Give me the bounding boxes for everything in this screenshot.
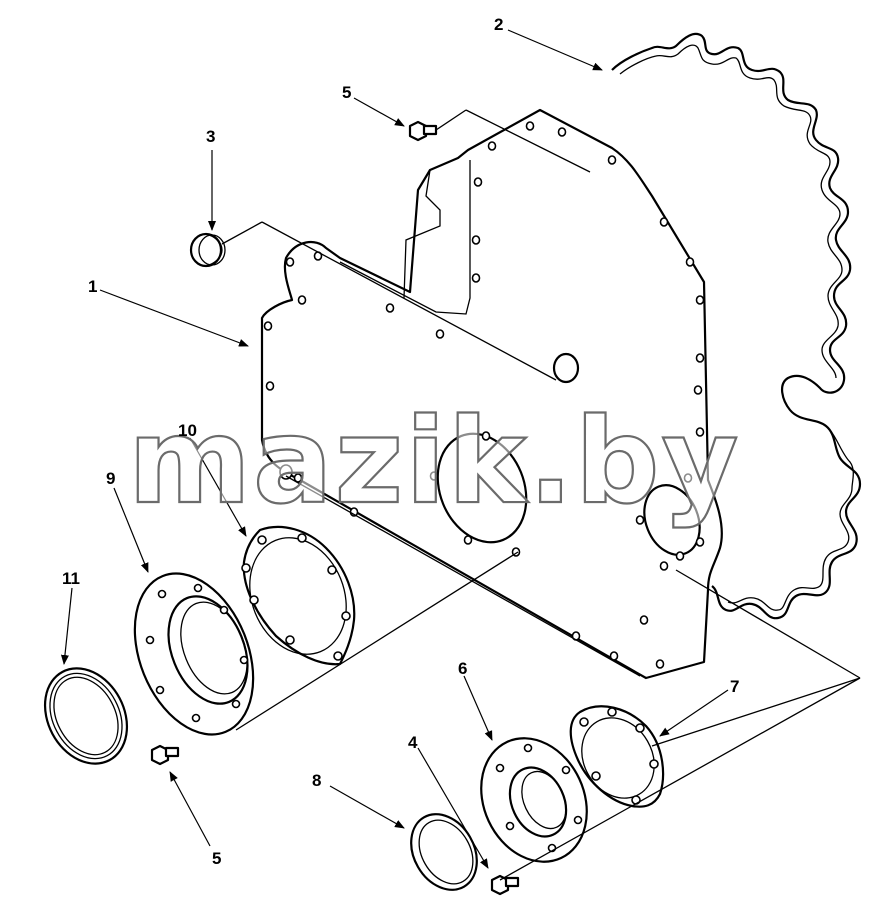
part-7-gasket (569, 705, 665, 808)
part-4-bolt (490, 874, 520, 896)
callout-10: 10 (178, 421, 197, 440)
part-5-bolt-lower (150, 744, 180, 766)
callout-leaders (60, 29, 729, 869)
callout-9: 9 (106, 469, 115, 488)
part-8-seal-ring (410, 813, 478, 891)
watermark: mazik.by (128, 392, 740, 530)
callout-3: 3 (206, 127, 215, 146)
part-2-gasket (611, 32, 862, 620)
callout-5-lower: 5 (212, 849, 221, 868)
part-6-seal-housing (480, 737, 588, 863)
cover-opening-right (643, 484, 701, 556)
callout-8: 8 (312, 771, 321, 790)
part-10-gasket (241, 525, 356, 666)
callout-11: 11 (62, 569, 80, 588)
callout-4: 4 (408, 733, 418, 752)
callout-2: 2 (494, 15, 503, 34)
assembly-lines (221, 109, 861, 881)
part-11-seal-ring (43, 667, 129, 765)
part-5-bolt-upper (408, 120, 438, 142)
part-1-front-cover (260, 108, 723, 680)
cover-opening-center (436, 432, 528, 544)
callout-5-upper: 5 (342, 83, 351, 102)
part-9-seal-housing (133, 572, 255, 736)
callout-6: 6 (458, 659, 467, 678)
cover-bolt-holes (263, 121, 705, 669)
callout-7: 7 (730, 677, 739, 696)
part-3-plug (189, 232, 226, 268)
cover-plug-hole (552, 352, 580, 384)
callout-1: 1 (88, 277, 97, 296)
